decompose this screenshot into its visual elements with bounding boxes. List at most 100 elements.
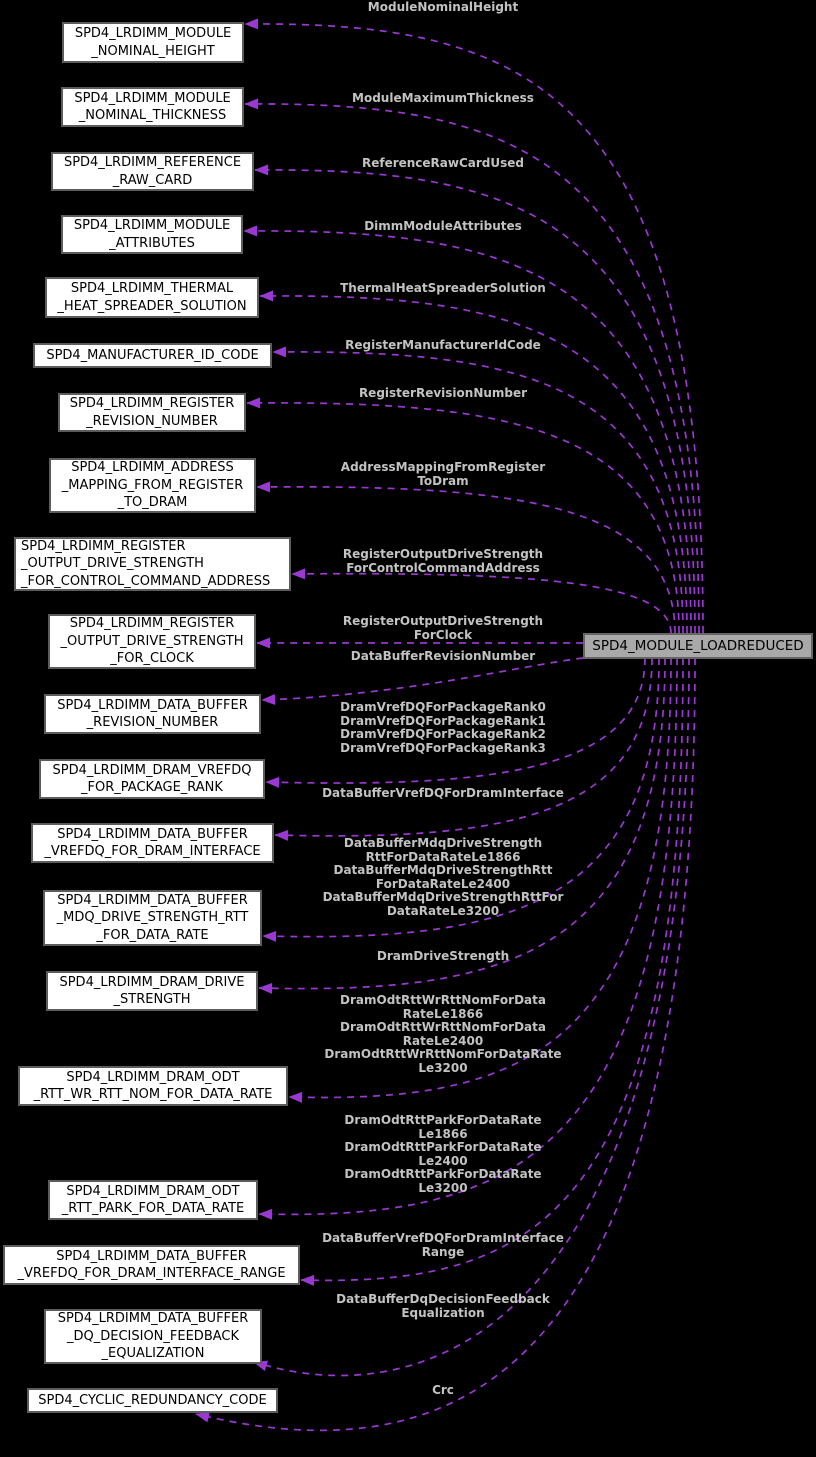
node-label-line: _MDQ_DRIVE_STRENGTH_RTT	[56, 910, 249, 926]
edge-spd4-lrdimm-dram-odt-rtt-park-for-data-rate	[258, 657, 678, 1220]
node-label-line: _EQUALIZATION	[101, 1346, 205, 1362]
node-label-line: SPD4_LRDIMM_DRAM_DRIVE	[59, 974, 245, 990]
node-label-line: _FOR_CONTROL_COMMAND_ADDRESS	[21, 573, 271, 589]
node-label-line: SPD4_CYCLIC_REDUNDANCY_CODE	[38, 1392, 267, 1408]
edge-label-line: ThermalHeatSpreaderSolution	[340, 281, 546, 295]
edge-spd4-lrdimm-data-buffer-vrefdq-for-dram-interface-range	[300, 657, 684, 1286]
edge-spd4-lrdimm-module-nominal-thickness	[244, 98, 700, 634]
node-label-line: _FOR_PACKAGE_RANK	[81, 780, 223, 795]
edge-label-line: ForControlCommandAddress	[346, 560, 540, 575]
edge-label-line: DramOdtRttParkForDataRate	[344, 1167, 542, 1182]
edge-label-line: Le3200	[418, 1060, 468, 1075]
edge-spd4-lrdimm-address-mapping-from-register-to-dram	[256, 481, 676, 634]
edge-label-line: DramOdtRttWrRttNomForData	[340, 993, 546, 1007]
node-spd4-lrdimm-register-output-drive-strength-for-control-command-address[interactable]: SPD4_LRDIMM_REGISTER_OUTPUT_DRIVE_STRENG…	[14, 537, 291, 591]
node-spd4-manufacturer-id-code[interactable]: SPD4_MANUFACTURER_ID_CODE	[33, 343, 272, 368]
edge-label-line: Le1866	[418, 1126, 468, 1141]
node-label-line: SPD4_MANUFACTURER_ID_CODE	[46, 347, 259, 363]
edge-label-spd4-lrdimm-module-attributes: DimmModuleAttributes	[273, 219, 613, 234]
node-spd4-lrdimm-module-nominal-height[interactable]: SPD4_LRDIMM_MODULE _NOMINAL_HEIGHT	[62, 22, 244, 63]
node-label-line: SPD4_LRDIMM_DRAM_ODT	[66, 1069, 240, 1085]
edge-label-line: DramVrefDQForPackageRank1	[340, 713, 546, 728]
node-spd4-lrdimm-register-output-drive-strength-for-clock[interactable]: SPD4_LRDIMM_REGISTER_OUTPUT_DRIVE_STRENG…	[48, 614, 256, 669]
edge-label-line: Equalization	[401, 1305, 485, 1320]
edge-spd4-lrdimm-data-buffer-revision-number	[261, 657, 584, 706]
edge-label-line: AddressMappingFromRegister	[340, 460, 546, 474]
edge-spd4-lrdimm-module-nominal-height	[244, 18, 704, 634]
node-label-line: SPD4_LRDIMM_REGISTER	[21, 538, 186, 554]
edge-label-line: DataBufferMdqDriveStrengthRtt	[333, 863, 553, 878]
node-spd4-lrdimm-reference-raw-card[interactable]: SPD4_LRDIMM_REFERENCE_RAW_CARD	[51, 152, 254, 191]
edge-label-line: DramOdtRttWrRttNomForDataRate	[324, 1047, 562, 1062]
node-label-line: SPD4_LRDIMM_REGISTER	[69, 616, 235, 632]
edge-label-line: DramOdtRttParkForDataRate	[344, 1140, 542, 1155]
edge-spd4-cyclic-redundancy-code	[195, 657, 696, 1432]
edge-label-spd4-lrdimm-thermal-heat-spreader-solution: ThermalHeatSpreaderSolution	[273, 281, 613, 296]
node-spd4-lrdimm-dram-vrefdq-for-package-rank[interactable]: SPD4_LRDIMM_DRAM_VREFDQ_FOR_PACKAGE_RANK	[39, 759, 265, 799]
node-label-line: _VREFDQ_FOR_DRAM_INTERFACE_RANGE	[17, 1266, 286, 1281]
node-label-line: _RTT_WR_RTT_NOM_FOR_DATA_RATE	[33, 1087, 273, 1102]
node-spd4-lrdimm-data-buffer-revision-number[interactable]: SPD4_LRDIMM_DATA_BUFFER _REVISION_NUMBER	[44, 694, 261, 734]
edge-label-line: RegisterManufacturerIdCode	[345, 338, 541, 352]
node-spd4-lrdimm-module-attributes[interactable]: SPD4_LRDIMM_MODULE_ATTRIBUTES	[61, 215, 243, 254]
edge-label-line: DramVrefDQForPackageRank0	[340, 700, 546, 714]
edge-label-spd4-lrdimm-reference-raw-card: ReferenceRawCardUsed	[273, 156, 613, 171]
node-spd4-lrdimm-module-nominal-thickness[interactable]: SPD4_LRDIMM_MODULE_NOMINAL_THICKNESS	[61, 87, 244, 127]
edge-label-line: RegisterOutputDriveStrength	[342, 614, 544, 628]
node-spd4-lrdimm-data-buffer-vrefdq-for-dram-interface-range[interactable]: SPD4_LRDIMM_DATA_BUFFER_VREFDQ_FOR_DRAM_…	[3, 1245, 300, 1285]
edge-label-line: RegisterRevisionNumber	[358, 386, 528, 400]
node-label-line: _RTT_PARK_FOR_DATA_RATE	[61, 1201, 245, 1216]
node-spd4-lrdimm-address-mapping-from-register-to-dram[interactable]: SPD4_LRDIMM_ADDRESS_MAPPING_FROM_REGISTE…	[49, 458, 256, 513]
node-spd4-lrdimm-data-buffer-vrefdq-for-dram-interface[interactable]: SPD4_LRDIMM_DATA_BUFFER_VREFDQ_FOR_DRAM_…	[31, 823, 274, 863]
node-label-line: _RAW_CARD	[112, 172, 193, 188]
node-label-line: SPD4_LRDIMM_MODULE	[74, 26, 232, 41]
node-spd4-lrdimm-dram-odt-rtt-park-for-data-rate[interactable]: SPD4_LRDIMM_DRAM_ODT_RTT_PARK_FOR_DATA_R…	[48, 1180, 258, 1220]
node-spd4-lrdimm-data-buffer-dq-decision-feedback-equalization[interactable]: SPD4_LRDIMM_DATA_BUFFER_DQ_DECISION_FEED…	[44, 1309, 262, 1364]
node-label-line: _NOMINAL_HEIGHT	[91, 43, 215, 59]
node-label-line: SPD4_LRDIMM_DATA_BUFFER	[57, 1311, 249, 1327]
edge-label-line: DataBufferMdqDriveStrengthRttFor	[322, 890, 564, 905]
node-label-line: _STRENGTH	[113, 992, 191, 1007]
edge-label-spd4-lrdimm-data-buffer-revision-number: DataBufferRevisionNumber	[273, 649, 613, 664]
node-spd4-lrdimm-data-buffer-mdq-drive-strength-rtt-for-data-rate[interactable]: SPD4_LRDIMM_DATA_BUFFER_MDQ_DRIVE_STRENG…	[43, 890, 262, 946]
edge-spd4-lrdimm-reference-raw-card	[254, 164, 696, 634]
edge-label-line: DataBufferVrefDQForDramInterface	[322, 1231, 564, 1245]
node-spd4-lrdimm-dram-odt-rtt-wr-rtt-nom-for-data-rate[interactable]: SPD4_LRDIMM_DRAM_ODT _RTT_WR_RTT_NOM_FOR_…	[18, 1066, 288, 1106]
node-spd4-lrdimm-dram-drive-strength[interactable]: SPD4_LRDIMM_DRAM_DRIVE _STRENGTH	[46, 971, 258, 1011]
edge-label-line: RegisterOutputDriveStrength	[342, 547, 544, 561]
node-spd4-lrdimm-register-revision-number[interactable]: SPD4_LRDIMM_REGISTER_REVISION_NUMBER	[58, 393, 246, 432]
edge-spd4-lrdimm-dram-vrefdq-for-package-rank	[265, 657, 646, 788]
node-label-line: _OUTPUT_DRIVE_STRENGTH	[60, 633, 244, 649]
edge-label-spd4-lrdimm-module-nominal-thickness: ModuleMaximumThickness	[273, 91, 613, 106]
edge-label-spd4-manufacturer-id-code: RegisterManufacturerIdCode	[273, 338, 613, 353]
edge-label-line: DataBufferMdqDriveStrength	[343, 836, 543, 850]
node-label-line: _HEAT_SPREADER_SOLUTION	[57, 298, 247, 314]
node-label-line: _REVISION_NUMBER	[86, 715, 219, 730]
edge-label-line: ForDataRateLe2400	[375, 876, 511, 891]
node-label-line: SPD4_LRDIMM_MODULE	[74, 90, 231, 106]
edge-spd4-lrdimm-register-revision-number	[246, 397, 680, 634]
node-label-line: _FOR_DATA_RATE	[96, 927, 209, 943]
node-label-line: SPD4_LRDIMM_DATA_BUFFER	[57, 697, 248, 713]
node-spd4-cyclic-redundancy-code[interactable]: SPD4_CYCLIC_REDUNDANCY_CODE	[27, 1388, 278, 1413]
edge-label-line: DramVrefDQForPackageRank3	[340, 740, 546, 755]
edge-spd4-lrdimm-module-attributes	[243, 225, 692, 634]
edge-label-line: Le3200	[418, 1180, 468, 1195]
edge-spd4-manufacturer-id-code	[272, 346, 684, 634]
edge-label-line: ReferenceRawCardUsed	[361, 156, 525, 170]
node-label-line: _DQ_DECISION_FEEDBACK	[66, 1328, 240, 1344]
edge-label-spd4-lrdimm-dram-drive-strength: DramDriveStrength	[273, 949, 613, 964]
node-spd4-lrdimm-thermal-heat-spreader-solution[interactable]: SPD4_LRDIMM_THERMAL_HEAT_SPREADER_SOLUTI…	[45, 277, 259, 318]
edge-label-line: DataBufferRevisionNumber	[350, 649, 536, 663]
edge-label-line: RateLe1866	[402, 1006, 484, 1021]
node-label-line: _MAPPING_FROM_REGISTER	[61, 477, 244, 493]
center-node-label: SPD4_MODULE_LOADREDUCED	[592, 638, 804, 654]
edge-label-line: RateLe2400	[402, 1033, 484, 1048]
